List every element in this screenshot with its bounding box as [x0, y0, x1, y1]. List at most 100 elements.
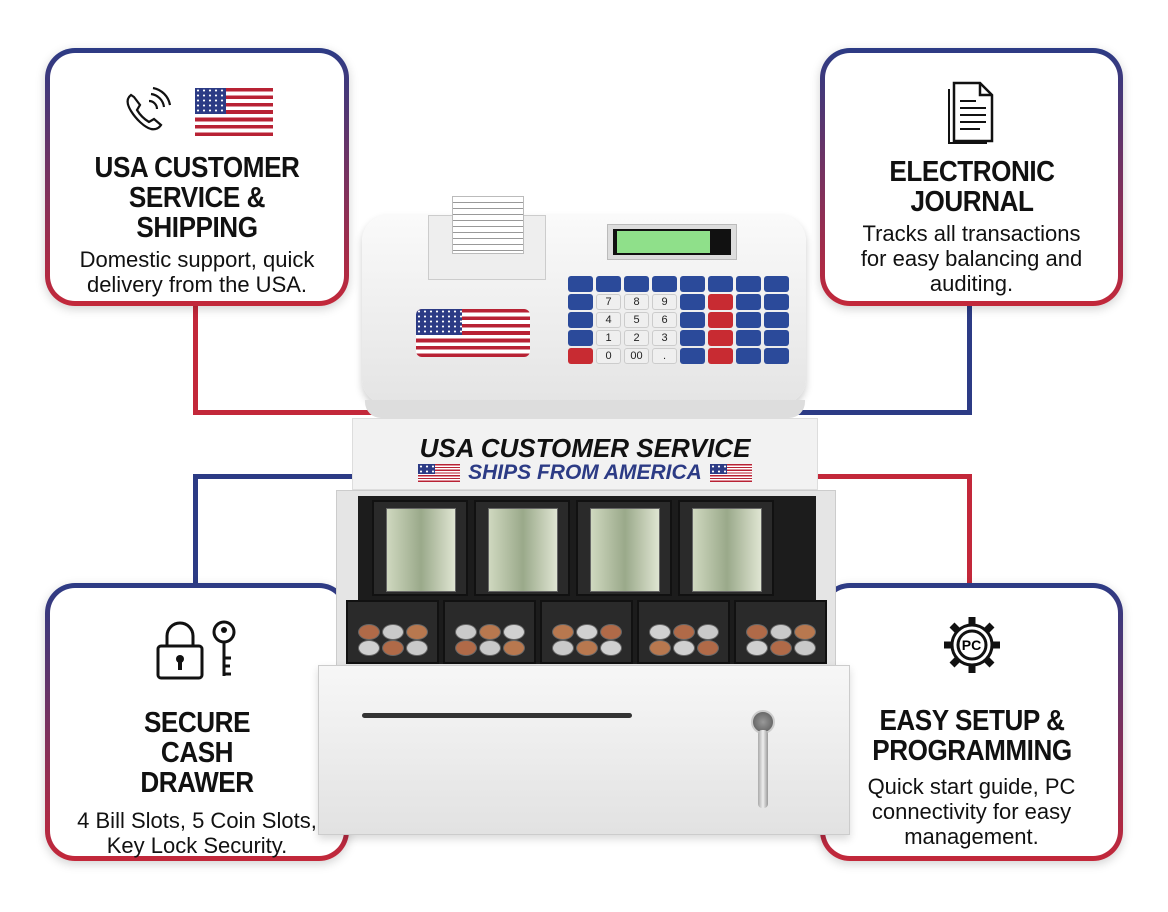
coin	[479, 640, 501, 656]
bill-slot	[474, 500, 570, 596]
bill-slot	[372, 500, 468, 596]
coin	[382, 624, 404, 640]
function-key[interactable]	[568, 348, 593, 364]
function-key[interactable]	[680, 330, 705, 346]
coin	[455, 624, 477, 640]
coin	[600, 624, 622, 640]
coin	[576, 640, 598, 656]
coin	[746, 624, 768, 640]
feature-card-electronic-journal: ELECTRONIC JOURNAL Tracks all transactio…	[820, 48, 1123, 306]
coin	[406, 640, 428, 656]
feature-title: ELECTRONIC JOURNAL	[888, 156, 1055, 218]
key-1[interactable]: 8	[624, 294, 649, 310]
function-key[interactable]	[680, 312, 705, 328]
feature-text: Quick start guide, PC connectivity for e…	[867, 774, 1076, 849]
key-4[interactable]: 5	[624, 312, 649, 328]
key-5[interactable]: 6	[652, 312, 677, 328]
coin	[503, 640, 525, 656]
function-key[interactable]	[764, 330, 789, 346]
coin	[649, 624, 671, 640]
feature-title: EASY SETUP & PROGRAMMING	[871, 705, 1072, 767]
function-key[interactable]	[708, 294, 733, 310]
key-7[interactable]: 2	[624, 330, 649, 346]
function-key[interactable]	[568, 276, 593, 292]
key-3[interactable]: 4	[596, 312, 621, 328]
banner-line2: SHIPS FROM AMERICA	[468, 461, 702, 484]
key-0[interactable]: 7	[596, 294, 621, 310]
function-key[interactable]	[708, 348, 733, 364]
function-key[interactable]	[708, 276, 733, 292]
function-key[interactable]	[596, 276, 621, 292]
gear-pc-icon: PC	[941, 614, 1003, 676]
function-key[interactable]	[736, 330, 761, 346]
coin	[358, 624, 380, 640]
coin-slot	[346, 600, 439, 664]
bill-stack	[386, 508, 456, 592]
coin	[770, 640, 792, 656]
function-key[interactable]	[764, 276, 789, 292]
coin	[697, 640, 719, 656]
coin-slot	[734, 600, 827, 664]
function-key[interactable]	[568, 294, 593, 310]
feature-card-usa-service: USA CUSTOMER SERVICE & SHIPPING Domestic…	[45, 48, 349, 306]
coin	[576, 624, 598, 640]
function-key[interactable]	[764, 348, 789, 364]
function-key[interactable]	[708, 312, 733, 328]
bill-stack	[488, 508, 558, 592]
key-11[interactable]: .	[652, 348, 677, 364]
feature-text: 4 Bill Slots, 5 Coin Slots, Key Lock Sec…	[77, 808, 317, 858]
key[interactable]	[758, 730, 768, 808]
function-key[interactable]	[764, 294, 789, 310]
key-6[interactable]: 1	[596, 330, 621, 346]
phone-icon	[126, 87, 171, 131]
function-key[interactable]	[680, 276, 705, 292]
key-2[interactable]: 9	[652, 294, 677, 310]
drawer-handle-slot[interactable]	[362, 713, 632, 718]
function-key[interactable]	[680, 348, 705, 364]
bill-stack	[692, 508, 762, 592]
key-9[interactable]: 0	[596, 348, 621, 364]
banner-line1: USA CUSTOMER SERVICE	[419, 433, 751, 463]
function-key[interactable]	[736, 276, 761, 292]
padlock-icon	[156, 621, 204, 680]
function-key[interactable]	[680, 294, 705, 310]
feature-card-easy-setup: PC EASY SETUP & PROGRAMMING Quick start …	[820, 583, 1123, 861]
drawer-front	[318, 665, 850, 835]
feature-title: USA CUSTOMER SERVICE & SHIPPING	[94, 152, 300, 244]
function-key[interactable]	[568, 312, 593, 328]
bill-slot	[576, 500, 672, 596]
document-icon	[947, 81, 993, 144]
function-key[interactable]	[624, 276, 649, 292]
coin	[382, 640, 404, 656]
function-key[interactable]	[736, 294, 761, 310]
function-key[interactable]	[568, 330, 593, 346]
key-icon	[212, 620, 236, 676]
function-key[interactable]	[736, 312, 761, 328]
coin-slot	[540, 600, 633, 664]
coin	[552, 640, 574, 656]
function-key[interactable]	[736, 348, 761, 364]
coin	[358, 640, 380, 656]
key-10[interactable]: 00	[624, 348, 649, 364]
us-flag-decal	[416, 309, 530, 357]
key-8[interactable]: 3	[652, 330, 677, 346]
function-key[interactable]	[652, 276, 677, 292]
coin	[794, 624, 816, 640]
pc-label: PC	[961, 637, 982, 653]
us-flag-icon	[195, 88, 273, 136]
feature-text: Domestic support, quick delivery from th…	[79, 247, 315, 297]
bill-slot	[678, 500, 774, 596]
coin	[503, 624, 525, 640]
coin-slot	[443, 600, 536, 664]
function-key[interactable]	[708, 330, 733, 346]
coin-slot	[637, 600, 730, 664]
function-key[interactable]	[764, 312, 789, 328]
coin	[406, 624, 428, 640]
drawer-banner: USA CUSTOMER SERVICE SHIPS FROM AMERICA	[352, 418, 818, 490]
feature-text: Tracks all transactions for easy balanci…	[860, 221, 1083, 296]
coin	[770, 624, 792, 640]
coin	[746, 640, 768, 656]
coin	[673, 624, 695, 640]
coin	[552, 624, 574, 640]
